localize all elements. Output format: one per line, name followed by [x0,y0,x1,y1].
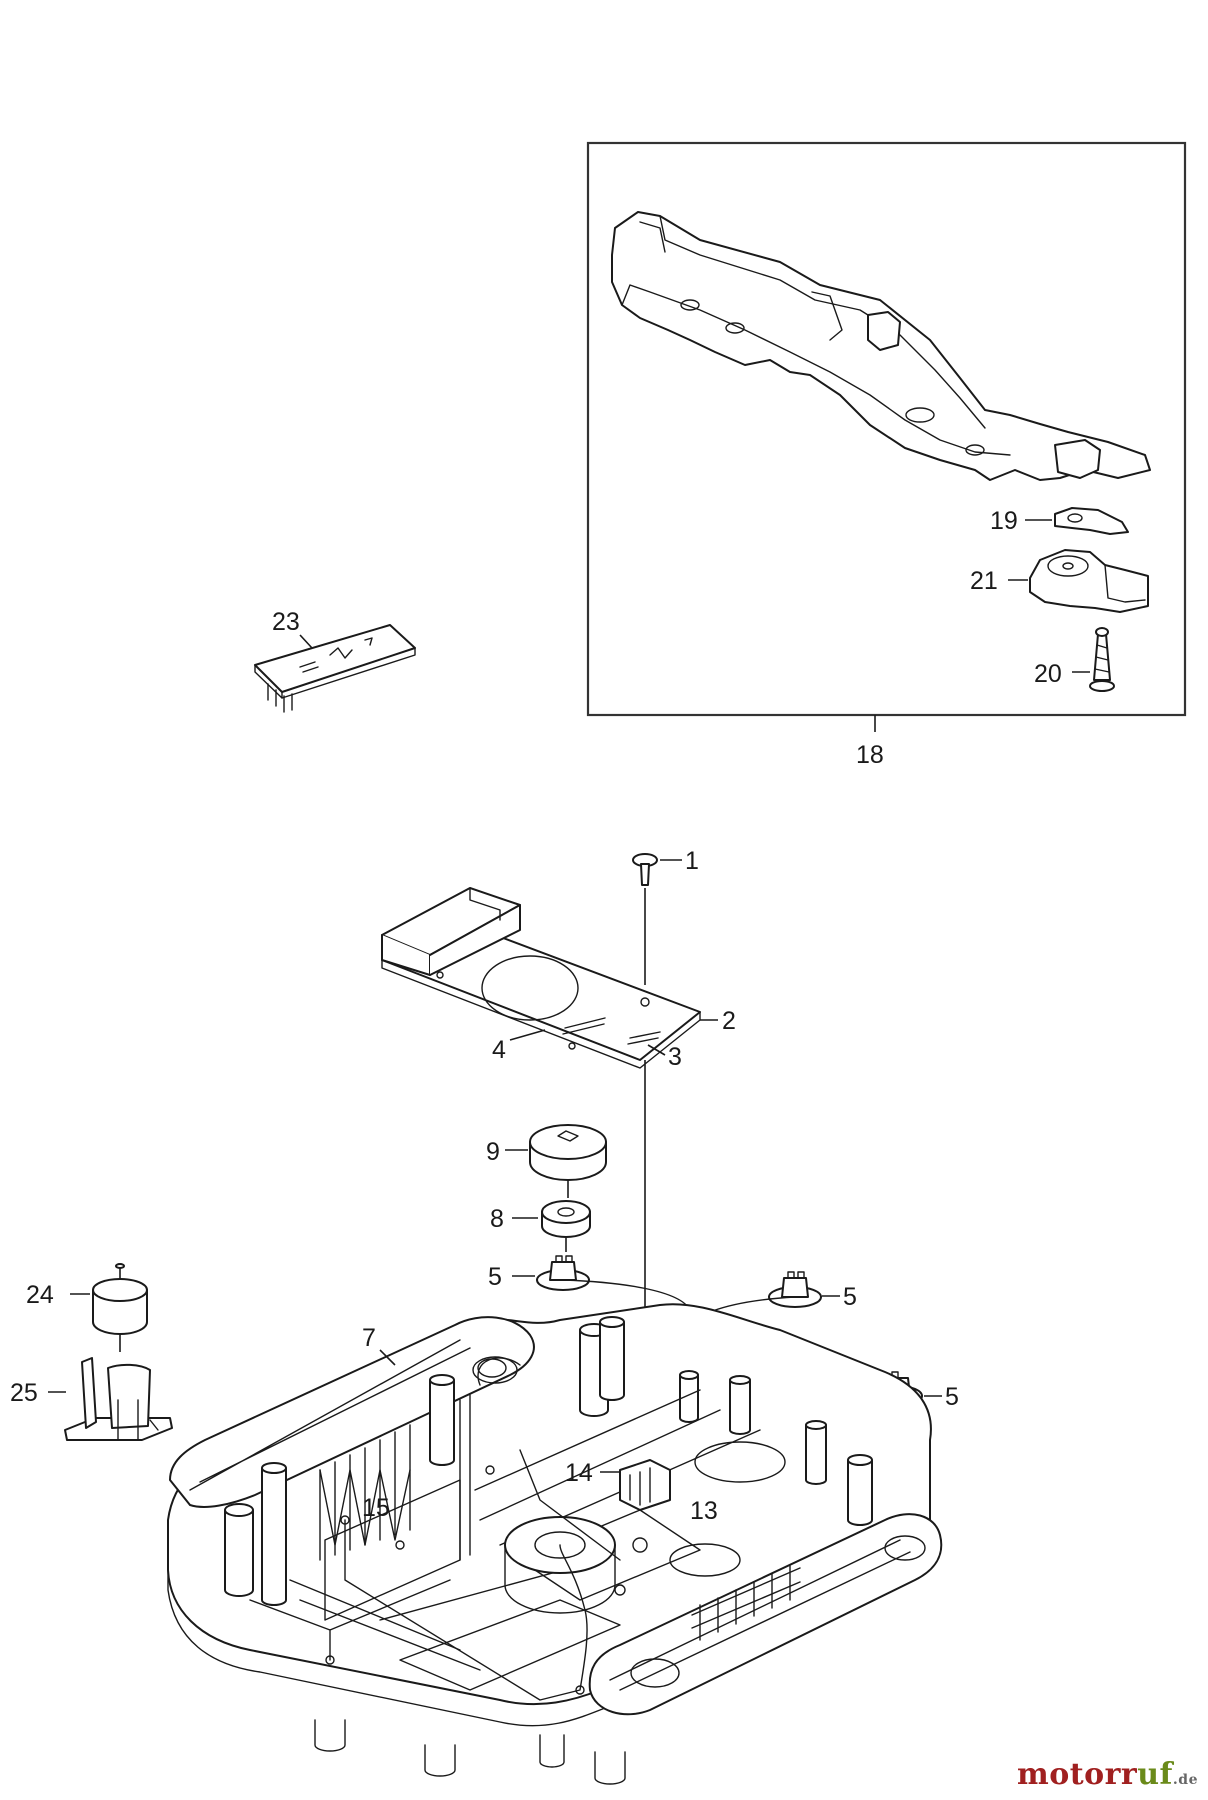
brand-suffix: .de [1172,1772,1198,1788]
part-7-chassis [167,1303,943,1785]
callout-5b: 5 [843,1283,857,1311]
callout-20: 20 [1034,660,1062,688]
brand-r: r [1120,1757,1138,1792]
part-21-housing [1029,549,1149,613]
callout-21: 21 [970,567,998,595]
callout-5a: 5 [488,1263,502,1291]
brand-motor: motor [1016,1757,1121,1792]
callout-4: 4 [492,1036,506,1064]
callout-13: 13 [690,1497,718,1525]
part-9-cap [529,1124,607,1181]
part-5-clip-left [536,1255,590,1291]
motoruf-logo: motorruf.de [1017,1757,1198,1792]
part-24-motor [92,1263,148,1352]
callout-1: 1 [685,847,699,875]
part-5-clip-right [768,1271,822,1308]
callout-5c: 5 [945,1383,959,1411]
part-8-bushing [541,1200,591,1238]
part-2-mounting-plate [381,887,701,1069]
callout-14: 14 [565,1459,593,1487]
callout-25: 25 [10,1379,38,1407]
bracket-plate [611,211,1151,481]
brand-uf: uf [1137,1757,1173,1792]
subassembly-18-frame [586,141,1187,717]
callout-2: 2 [722,1007,736,1035]
callout-19: 19 [990,507,1018,535]
part-25-motor-holder [64,1357,173,1441]
part-23-circuit-board [254,624,416,713]
callout-18: 18 [856,741,884,769]
callout-9: 9 [486,1138,500,1166]
callout-8: 8 [490,1205,504,1233]
part-19-clip [1054,507,1129,535]
callout-15: 15 [362,1494,390,1522]
callout-23: 23 [272,608,300,636]
callout-7: 7 [362,1324,376,1352]
callout-3: 3 [668,1043,682,1071]
part-20-pin [1089,627,1115,692]
part-1-screw [632,853,658,985]
callout-24: 24 [26,1281,54,1309]
